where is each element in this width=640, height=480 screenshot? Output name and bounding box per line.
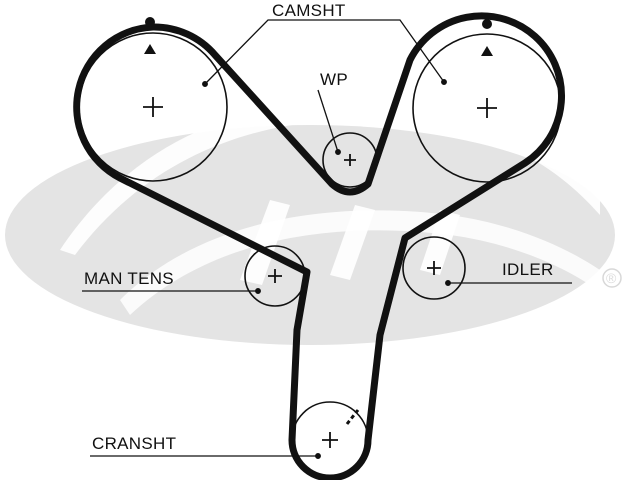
left-timing-dot xyxy=(145,17,155,27)
left-timing-triangle xyxy=(144,44,156,54)
right-timing-dot xyxy=(482,19,492,29)
crankshaft-label: CRANSHT xyxy=(92,434,176,453)
manual-tensioner-label: MAN TENS xyxy=(84,269,174,288)
idler-centre-cross xyxy=(427,261,441,275)
registered-mark: ® xyxy=(606,270,617,286)
camshaft-leader-dot-right xyxy=(441,79,447,85)
wp-leader-dot xyxy=(335,149,341,155)
timing-marks xyxy=(144,17,493,56)
registered-mark-circle xyxy=(602,268,622,288)
crank-centre-cross xyxy=(322,432,338,448)
idler-label: IDLER xyxy=(502,260,554,279)
idler-leader-dot xyxy=(445,280,451,286)
right-cam-centre-cross xyxy=(477,98,497,118)
camshaft-leader-line xyxy=(204,19,445,85)
crank-timing-mark xyxy=(345,409,360,425)
cranksht-leader-dot xyxy=(315,453,321,459)
wp-centre-cross xyxy=(344,154,356,166)
watermark-logo: ® xyxy=(5,99,622,345)
left-cam-centre-cross xyxy=(143,97,163,117)
wp-leader-line xyxy=(317,89,339,153)
water-pump-label: WP xyxy=(320,70,348,89)
camshaft-leader-dot-left xyxy=(202,81,208,87)
right-timing-triangle xyxy=(481,46,493,56)
man-tens-leader-dot xyxy=(255,288,261,294)
pulley-centre-marks xyxy=(143,97,497,448)
tensioner-centre-cross xyxy=(268,269,282,283)
idler-pulley xyxy=(402,236,466,300)
timing-belt xyxy=(73,12,566,480)
camshaft-label: CAMSHT xyxy=(272,1,346,20)
